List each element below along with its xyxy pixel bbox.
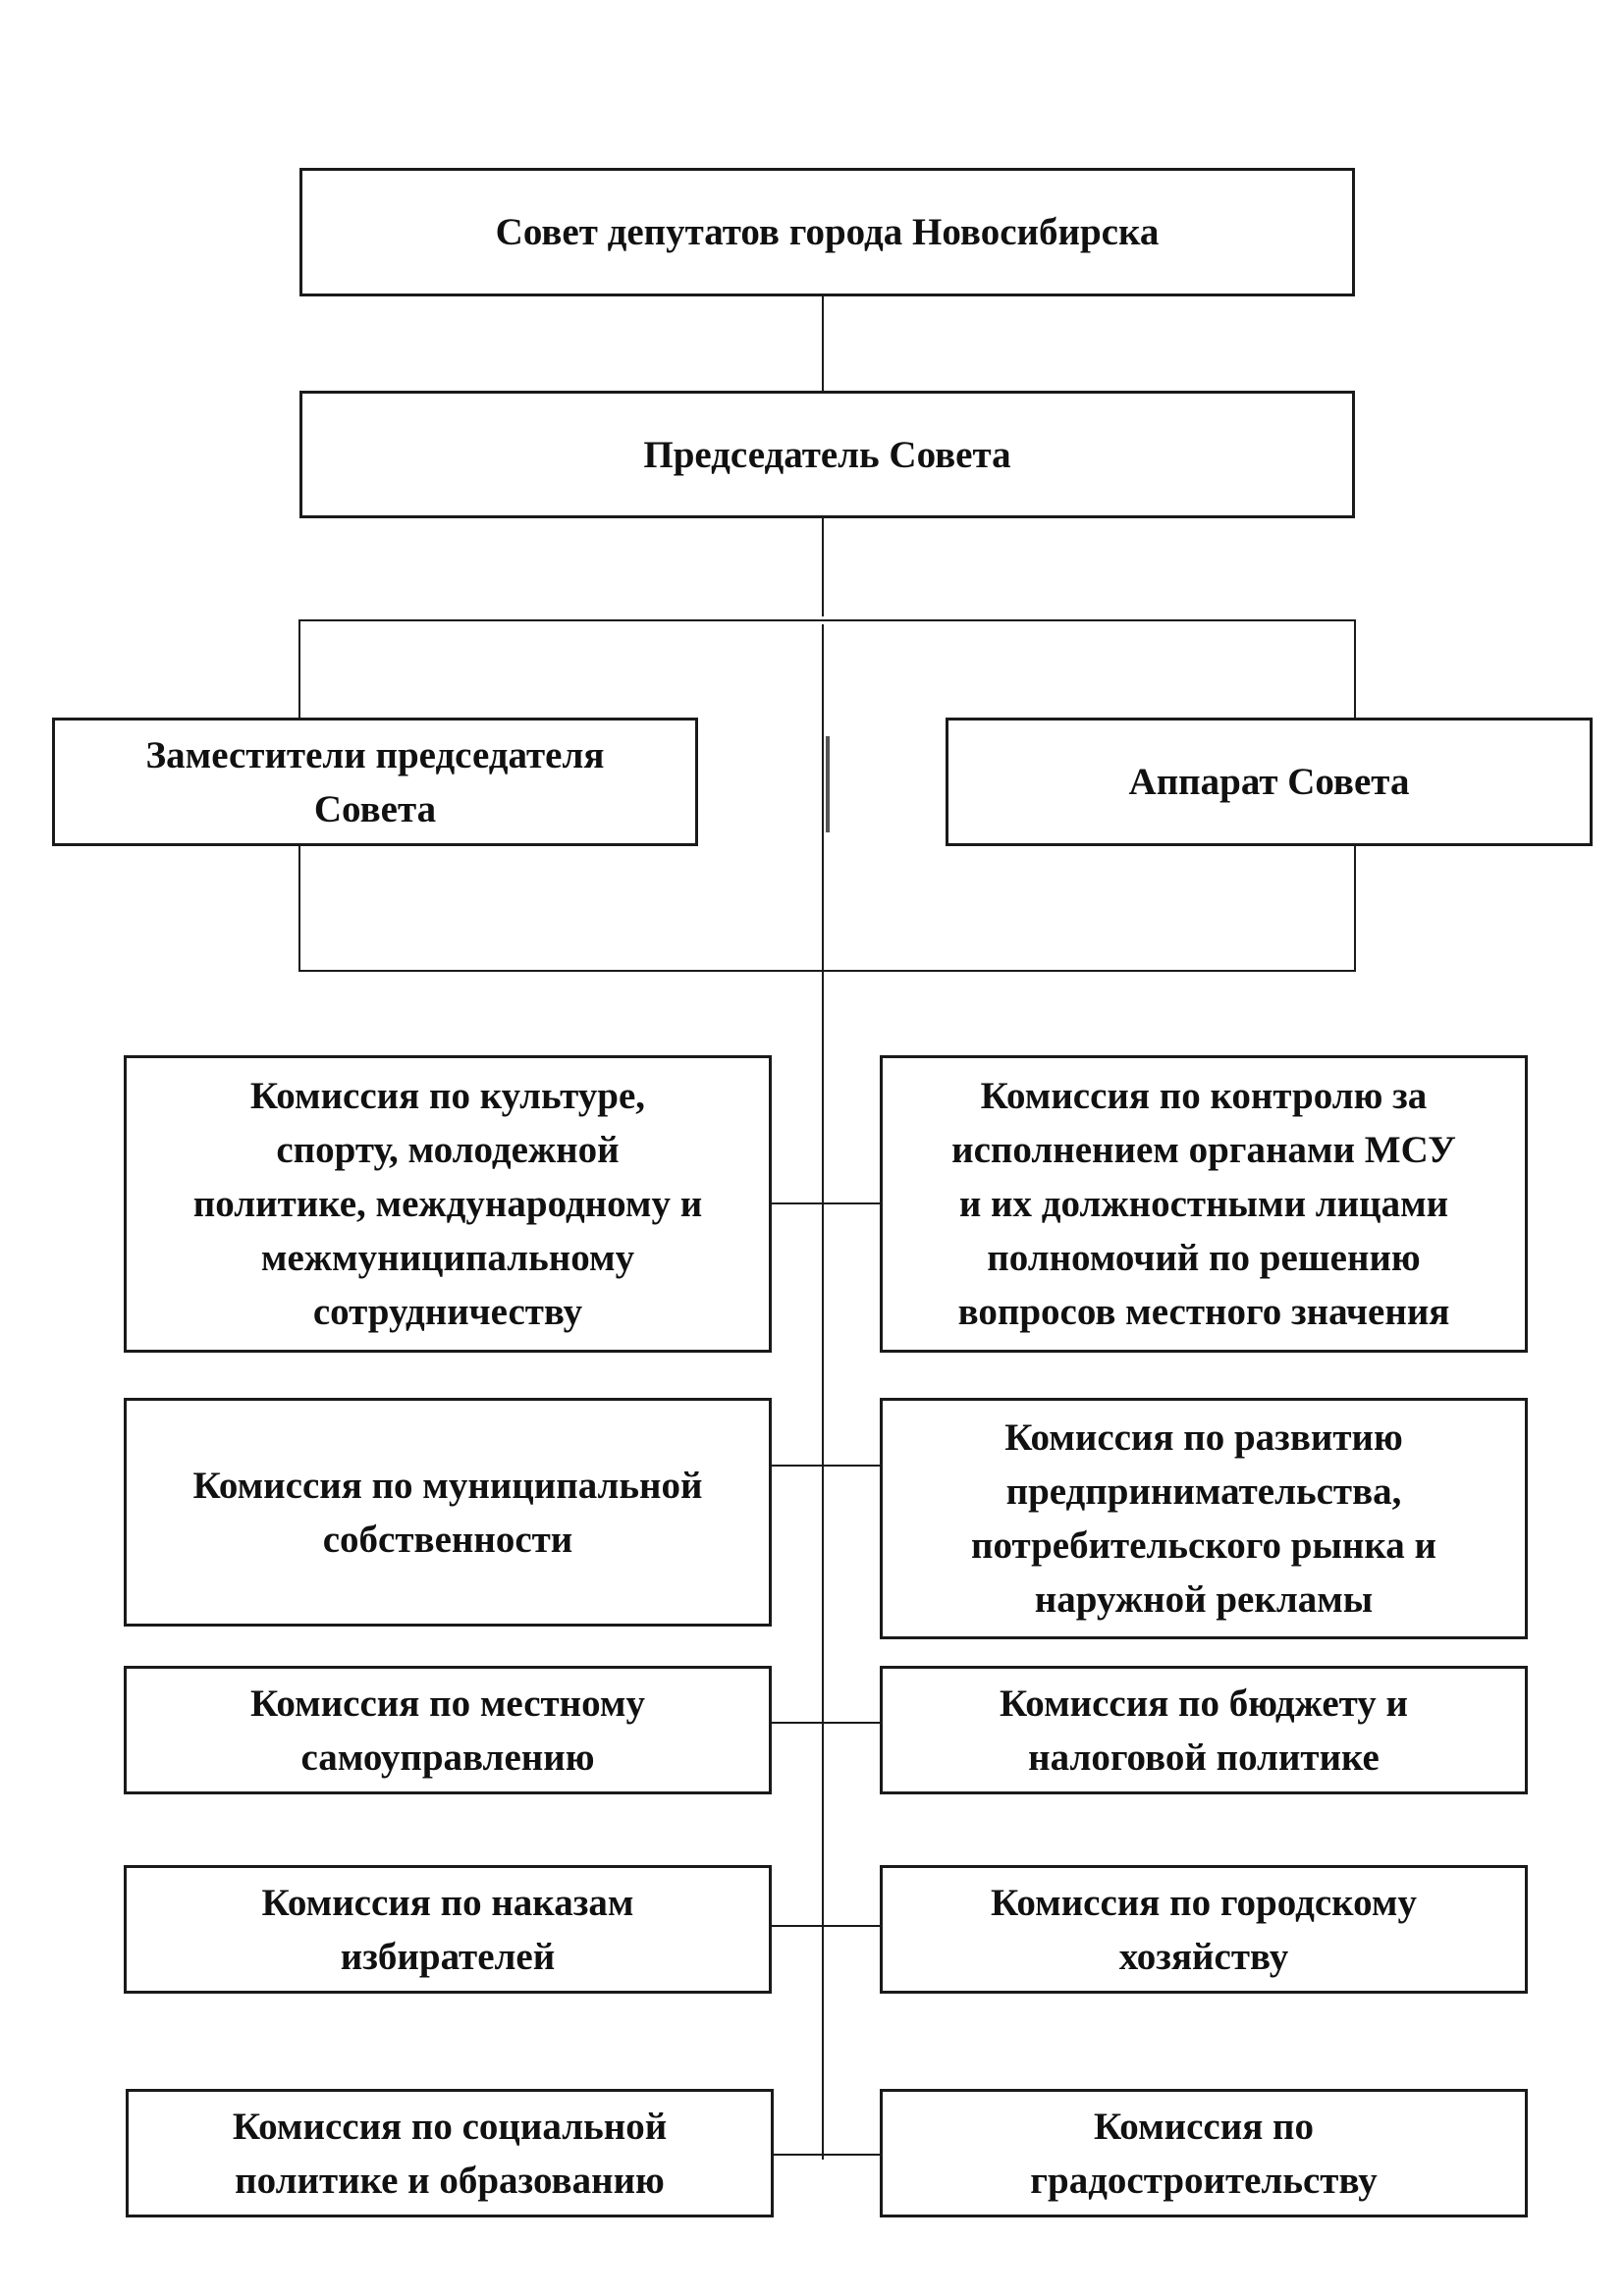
commission-culture-label: Комиссия по культуре, спорту, молодежной…	[192, 1075, 703, 1333]
commission-selfgov: Комиссия по местному самоуправлению	[124, 1666, 772, 1794]
chairman-label: Председатель Совета	[643, 433, 1011, 476]
commission-budget-label: Комиссия по бюджету и налоговой политике	[999, 1682, 1409, 1779]
commission-control: Комиссия по контролю за исполнением орга…	[880, 1055, 1528, 1353]
commission-urban-economy: Комиссия по городскому хозяйству	[880, 1865, 1528, 1994]
commission-social-label: Комиссия по социальной политике и образо…	[232, 2105, 668, 2202]
apparatus-label: Аппарат Совета	[1128, 761, 1410, 803]
commission-property-label: Комиссия по муниципальной собственности	[192, 1464, 703, 1561]
apparatus-box: Аппарат Совета	[946, 718, 1593, 846]
commission-property: Комиссия по муниципальной собственности	[124, 1398, 772, 1627]
deputies-label: Заместители председателя Совета	[145, 733, 605, 830]
deputies-box: Заместители председателя Совета	[52, 718, 698, 846]
commission-mandates-label: Комиссия по наказам избирателей	[261, 1881, 634, 1978]
commission-business-label: Комиссия по развитию предпринимательства…	[971, 1416, 1436, 1621]
commission-business: Комиссия по развитию предпринимательства…	[880, 1398, 1528, 1639]
chairman-box: Председатель Совета	[299, 391, 1355, 518]
commission-urban-planning-label: Комиссия по градостроительству	[1030, 2105, 1378, 2202]
commission-control-label: Комиссия по контролю за исполнением орга…	[951, 1075, 1456, 1333]
commission-mandates: Комиссия по наказам избирателей	[124, 1865, 772, 1994]
commission-urban-planning: Комиссия по градостроительству	[880, 2089, 1528, 2217]
council-label: Совет депутатов города Новосибирска	[495, 211, 1160, 253]
commission-selfgov-label: Комиссия по местному самоуправлению	[250, 1682, 645, 1779]
commission-urban-economy-label: Комиссия по городскому хозяйству	[991, 1881, 1417, 1978]
commission-culture: Комиссия по культуре, спорту, молодежной…	[124, 1055, 772, 1353]
commission-social: Комиссия по социальной политике и образо…	[126, 2089, 774, 2217]
commission-budget: Комиссия по бюджету и налоговой политике	[880, 1666, 1528, 1794]
council-box: Совет депутатов города Новосибирска	[299, 168, 1355, 296]
